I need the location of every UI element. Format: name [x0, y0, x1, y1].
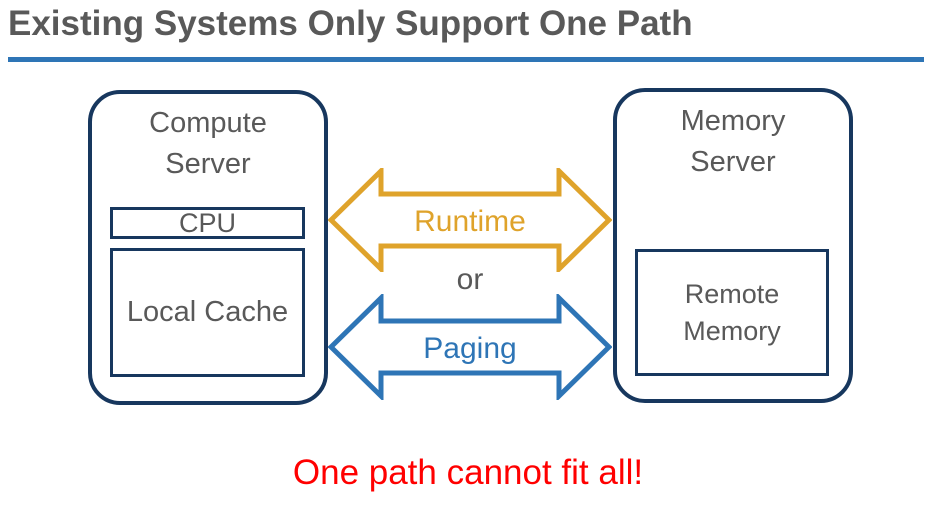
compute-server-label: Compute Server [149, 107, 267, 180]
local-cache-label: Local Cache [126, 296, 289, 328]
cpu-box: CPU [110, 207, 305, 239]
paging-arrow-icon: Paging [328, 294, 612, 400]
footer-message: One path cannot fit all! [292, 453, 644, 492]
remote-memory-box: Remote Memory [635, 249, 829, 376]
or-label: or [456, 263, 484, 296]
runtime-arrow-icon: Runtime [328, 168, 612, 272]
memory-server-box: Memory Server Remote Memory [613, 88, 853, 403]
paging-label: Paging [423, 332, 516, 365]
remote-memory-label: Remote Memory [683, 279, 781, 346]
local-cache-box: Local Cache [110, 248, 305, 377]
runtime-label: Runtime [414, 205, 526, 238]
memory-server-label: Memory Server [680, 105, 786, 178]
runtime-arrow-shape [328, 168, 612, 272]
cpu-label: CPU [178, 207, 236, 238]
compute-server-box: Compute Server CPU Local Cache [88, 90, 328, 405]
slide-title: Existing Systems Only Support One Path [8, 4, 693, 43]
title-divider [8, 57, 924, 62]
paging-arrow-shape [328, 294, 612, 400]
